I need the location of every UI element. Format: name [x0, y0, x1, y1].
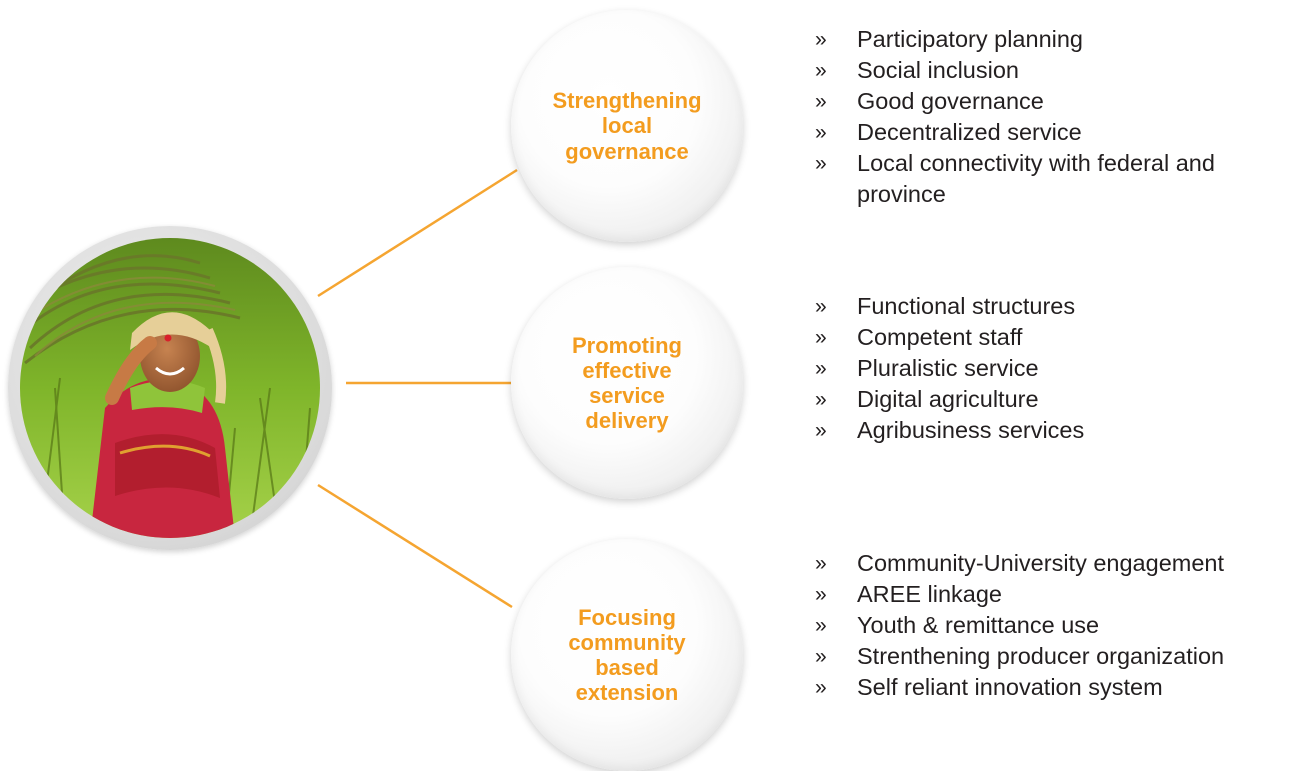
list-item: » Self reliant innovation system — [815, 672, 1315, 703]
bullet-marker: » — [815, 121, 827, 144]
list-item: » Digital agriculture — [815, 384, 1315, 415]
list-item-text: Competent staff — [857, 324, 1023, 350]
list-item-text: Good governance — [857, 88, 1044, 114]
list-item-text: Pluralistic service — [857, 355, 1039, 381]
list-item-text: Youth & remittance use — [857, 612, 1100, 638]
list-item: » Strenthening producer organization — [815, 641, 1315, 672]
bullet-marker: » — [815, 614, 827, 637]
connector-line-bottom — [317, 483, 513, 609]
list-item-text: Decentralized service — [857, 119, 1082, 145]
list-item: » AREE linkage — [815, 579, 1315, 610]
woman-carrying-grass-photo — [20, 238, 320, 538]
list-item-text: Local connectivity with federal and prov… — [857, 150, 1215, 207]
pillar-title: Focusing community based extension — [568, 604, 686, 706]
bullet-list-local-governance: » Participatory planning » Social inclusio… — [815, 24, 1310, 210]
list-item: » Good governance — [815, 86, 1310, 117]
bullet-marker: » — [815, 326, 827, 349]
list-item: » Functional structures — [815, 291, 1315, 322]
bullet-marker: » — [815, 645, 827, 668]
list-item: » Agribusiness services — [815, 415, 1315, 446]
list-item: » Pluralistic service — [815, 353, 1315, 384]
bullet-list-service-delivery: »Functional structures »Competent staff … — [815, 291, 1315, 446]
bullet-list-community-extension: » Community-University engagement » AREE l… — [815, 548, 1315, 703]
list-item: » Youth & remittance use — [815, 610, 1315, 641]
pillar-title: Strengthening local governance — [552, 88, 702, 164]
list-item-text: Community-University engagement — [857, 550, 1225, 576]
bullet-marker: » — [815, 152, 827, 175]
bullet-marker: » — [815, 28, 827, 51]
pillar-bubble-service-delivery: Promoting effective service delivery — [511, 267, 743, 499]
bullet-marker: » — [815, 59, 827, 82]
list-item: » Social inclusion — [815, 55, 1310, 86]
pillar-bubble-local-governance: Strengthening local governance — [511, 10, 743, 242]
list-item-text: Functional structures — [857, 293, 1076, 319]
list-item-text: AREE linkage — [857, 581, 1002, 607]
list-item: » Competent staff — [815, 322, 1315, 353]
bullet-marker: » — [815, 676, 827, 699]
connector-line-top — [317, 168, 518, 298]
bullet-marker: » — [815, 357, 827, 380]
bullet-marker: » — [815, 295, 827, 318]
bullet-marker: » — [815, 388, 827, 411]
bullet-marker: » — [815, 583, 827, 606]
list-item-text: Agribusiness services — [857, 417, 1085, 443]
bullet-marker: » — [815, 552, 827, 575]
pillar-bubble-community-extension: Focusing community based extension — [511, 539, 743, 771]
list-item: » Participatory planning — [815, 24, 1310, 55]
list-item-text: Social inclusion — [857, 57, 1019, 83]
list-item-text: Digital agriculture — [857, 386, 1039, 412]
list-item-text: Strenthening producer organization — [857, 643, 1225, 669]
list-item: » Decentralized service — [815, 117, 1310, 148]
bullet-marker: » — [815, 419, 827, 442]
list-item-text: Self reliant innovation system — [857, 674, 1163, 700]
list-item: » Local connectivity with federal and pro… — [815, 148, 1310, 210]
list-item-text: Participatory planning — [857, 26, 1083, 52]
pillar-title: Promoting effective service delivery — [572, 332, 682, 434]
bullet-marker: » — [815, 90, 827, 113]
list-item: » Community-University engagement — [815, 548, 1315, 579]
